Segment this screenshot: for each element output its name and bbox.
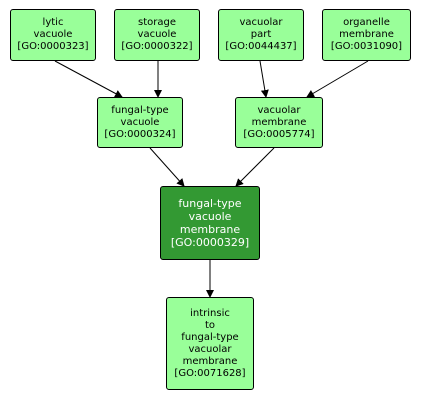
node-label-line: fungal-type [111, 104, 169, 116]
node-label-line: vacuole [188, 210, 232, 223]
node-label-line: membrane [182, 355, 238, 367]
node-label-line: [GO:0044437] [225, 41, 297, 52]
node-label-line: vacuolar [257, 104, 301, 116]
node-label-line: vacuolar [188, 343, 232, 355]
node-label-line: [GO:0000324] [104, 128, 176, 140]
node-label-line: [GO:0000322] [121, 41, 193, 52]
node-label-line: [GO:0031090] [330, 41, 403, 52]
edge-organelle-to-vacmem [306, 60, 369, 98]
node-label-line: [GO:0071628] [174, 367, 246, 379]
node-label-line: storage [138, 17, 176, 28]
node-label-line: intrinsic [190, 307, 230, 319]
node-label-line: lytic [42, 17, 64, 28]
node-label-line: membrane [339, 29, 394, 40]
node-label-line: vacuole [120, 116, 160, 128]
edge-vacpart-to-vacmem [259, 60, 269, 98]
edge-fungal-to-focus [149, 147, 185, 187]
edge-lytic-to-fungal [54, 60, 123, 98]
node-label-line: [GO:0000323] [17, 41, 89, 52]
node-label-line: to [204, 319, 216, 331]
node-label-line: vacuole [137, 29, 177, 40]
node-label-line: vacuolar [239, 17, 283, 28]
node-label-line: fungal-type [181, 331, 239, 343]
node-label-line: fungal-type [178, 197, 242, 210]
edge-vacmem-to-focus [235, 147, 275, 187]
node-label-line: [GO:0000329] [170, 236, 250, 249]
node-label-line: part [250, 29, 272, 40]
node-label-line: organelle [343, 17, 390, 28]
node-label-line: membrane [179, 223, 241, 236]
node-label-line: membrane [251, 116, 307, 128]
node-label-line: vacuole [33, 29, 73, 40]
node-label-line: [GO:0005774] [243, 128, 315, 140]
